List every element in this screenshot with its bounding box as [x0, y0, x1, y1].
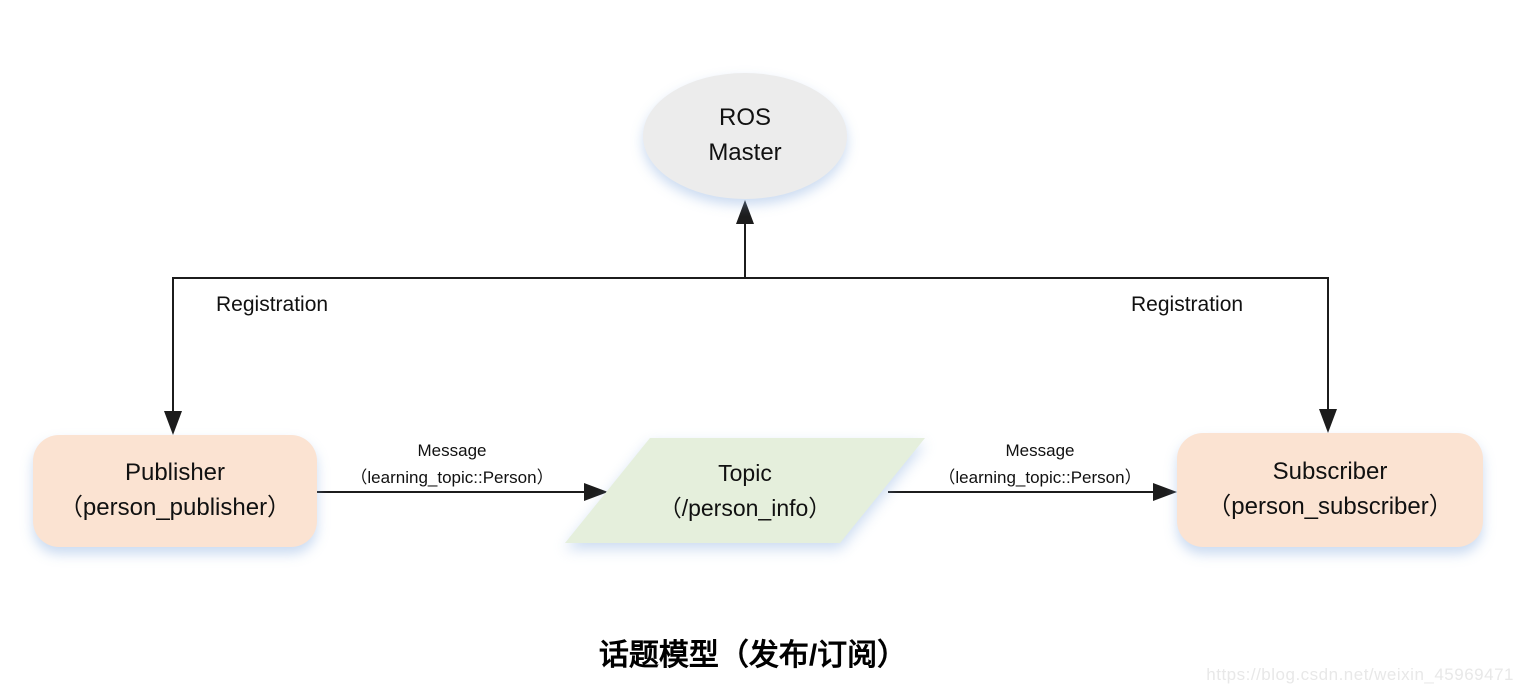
subscriber-node: Subscriber （person_subscriber） [1177, 433, 1483, 547]
arrow-right-to-topic-icon [584, 483, 608, 501]
watermark-url: https://blog.csdn.net/weixin_45969471 [1206, 665, 1514, 684]
registration-line [172, 277, 1329, 424]
message-label-right-line1: Message [1005, 441, 1075, 460]
topic-name: （/person_info） [658, 494, 832, 521]
publisher-label: Publisher [124, 459, 226, 487]
arrow-up-to-master-icon [736, 200, 754, 224]
message-label-left-line2: （learning_topic::Person） [350, 468, 554, 488]
ros-master-label-line1: ROS [718, 104, 771, 132]
topic-label: Topic [718, 460, 772, 486]
registration-label-left: Registration [216, 293, 329, 316]
message-label-right-line2: （learning_topic::Person） [938, 468, 1142, 488]
message-label-right: Message （learning_topic::Person） [915, 437, 1165, 491]
ros-master-node: ROS Master [643, 73, 847, 199]
ros-master-label-line2: Master [708, 139, 782, 166]
subscriber-label: Subscriber [1272, 458, 1388, 486]
arrow-right-to-subscriber-icon [1153, 483, 1177, 501]
topic-node: Topic （/person_info） [565, 438, 925, 543]
message-label-left: Message （learning_topic::Person） [327, 437, 577, 491]
topic-parallelogram: Topic （/person_info） [565, 438, 925, 543]
arrow-down-to-subscriber-icon [1319, 409, 1337, 433]
arrow-down-to-publisher-icon [164, 411, 182, 435]
publisher-node: Publisher （person_publisher） [33, 435, 317, 547]
diagram-caption: 话题模型（发布/订阅） [598, 639, 908, 672]
message-label-left-line1: Message [417, 441, 487, 460]
registration-label-right: Registration [1131, 293, 1244, 316]
publisher-name: （person_publisher） [58, 494, 292, 521]
subscriber-name: （person_subscriber） [1207, 493, 1453, 520]
